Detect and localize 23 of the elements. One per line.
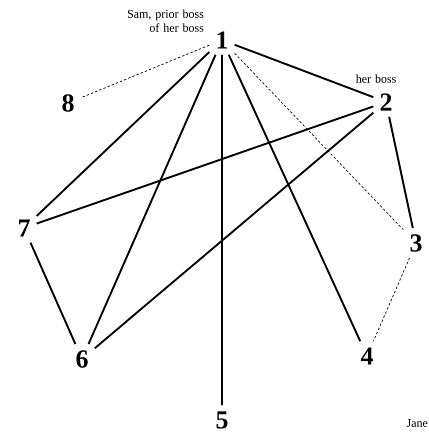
- connector-line: [234, 44, 374, 98]
- node-number: 3: [410, 234, 422, 252]
- connector-line: [30, 242, 76, 345]
- connector-line: [36, 105, 374, 225]
- connector-line: [88, 54, 216, 345]
- node-number: 1: [218, 31, 228, 49]
- connector-line: [234, 52, 404, 230]
- connector-line: [221, 54, 223, 406]
- node-caption: Sam, prior boss of her boss: [128, 9, 204, 32]
- connector-line: [228, 54, 362, 342]
- connector-line: [372, 257, 410, 342]
- node-number: 6: [76, 350, 88, 368]
- connector-line: [94, 112, 374, 350]
- node-number: 5: [216, 411, 228, 429]
- node-number: 7: [19, 220, 30, 236]
- connector-line: [80, 44, 210, 98]
- connector-line: [388, 116, 414, 228]
- node-number: 2: [380, 93, 392, 111]
- node-caption: her boss: [356, 74, 396, 83]
- person-name: Jane: [406, 419, 428, 427]
- connector-line: [36, 51, 210, 217]
- node-number: 4: [360, 347, 373, 365]
- node-number: 8: [62, 94, 74, 112]
